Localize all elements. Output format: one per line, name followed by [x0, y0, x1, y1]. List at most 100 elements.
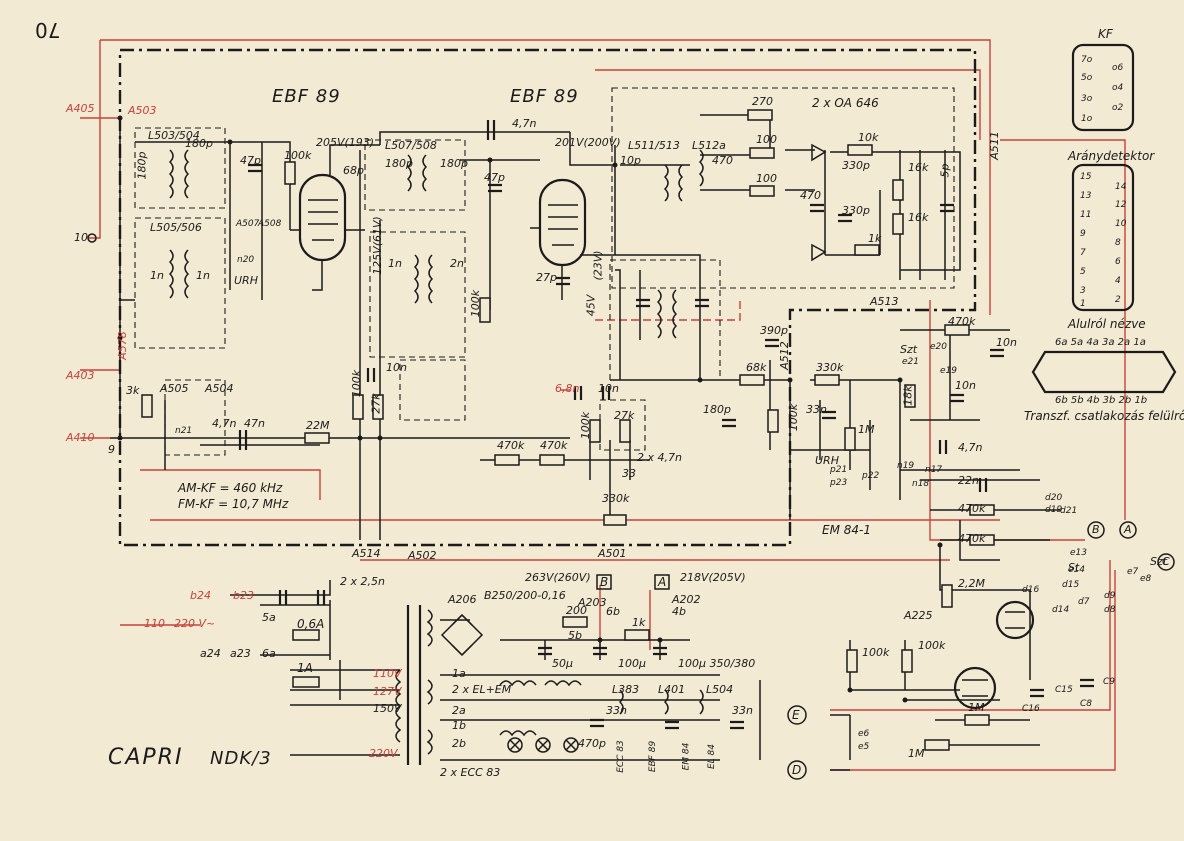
resistor-r510: 470k: [540, 439, 568, 452]
capacitor-cps2: 100µ: [618, 657, 646, 670]
switch-contact: d21: [1060, 506, 1078, 516]
winding-2a: 2a: [452, 704, 466, 717]
ratio-pin: 15: [1080, 172, 1092, 182]
capacitor-c531: 10n: [955, 379, 976, 392]
kf-pin: o6: [1112, 63, 1124, 73]
terminal-a507: A507: [236, 219, 260, 229]
terminal-c: C: [1162, 555, 1170, 568]
voltage-label: 45V: [584, 294, 598, 317]
resistor-r519: 10k: [858, 131, 879, 144]
capacitor-c530: 33n: [806, 403, 827, 416]
red-wiring: [80, 39, 1126, 771]
ratio-pin: 8: [1115, 238, 1121, 248]
coil-label: L507/508: [385, 139, 437, 152]
switch-contact: e5: [858, 742, 870, 752]
coil-label: L401: [658, 683, 686, 696]
heater-2: 2 x ECC 83: [440, 766, 501, 779]
resistor-r281: 100k: [862, 646, 890, 659]
resistor-r102: 1k: [632, 616, 646, 629]
capacitor-c508: 180p: [385, 157, 413, 170]
resistor-r512: 100k: [579, 411, 593, 440]
switch-contact: d15: [1062, 580, 1080, 590]
switch-contact: d19: [1045, 505, 1063, 515]
resistor-r503: 100k: [284, 149, 312, 162]
terminal-a206: A206: [448, 593, 477, 606]
resistor-r517: 100: [756, 172, 777, 185]
switch-contact: e19: [940, 366, 957, 376]
tap-110: 110V: [373, 667, 402, 680]
capacitor-c533: 22n: [958, 474, 979, 487]
capacitor-c526: 330p: [842, 204, 870, 217]
terminal-a203: A203: [578, 596, 607, 609]
terminal-a513: A513: [870, 295, 899, 308]
switch-6a: 6a: [262, 647, 276, 660]
resistor-r527: 470k: [948, 315, 976, 328]
tube-label: ECC 83: [615, 740, 626, 773]
heater-1: 2 x EL+EM: [452, 683, 512, 696]
ratio-pin: 4: [1115, 276, 1121, 286]
diodes: [440, 143, 827, 657]
voltage-label: (23V): [591, 250, 605, 281]
resistors: [141, 109, 995, 751]
capacitor-c27: 33n: [606, 704, 627, 717]
capacitor-c520: 10p: [620, 154, 641, 167]
coil-label: L511/513: [628, 139, 680, 152]
switch-contact: d14: [1052, 605, 1070, 615]
terminal-a505: A505: [160, 382, 189, 395]
coil-label: L503/504: [148, 129, 200, 142]
terminal-a501: A501: [598, 547, 627, 560]
resistor-r529: 470k: [958, 532, 986, 545]
resistor-r522: 68k: [746, 361, 767, 374]
voltage-label: 201V(200V): [555, 136, 621, 149]
terminal-9: 9: [108, 443, 115, 456]
resistor-r108: 200: [566, 604, 587, 617]
terminal-a514: A514: [352, 547, 381, 560]
switch-contact: d9: [1104, 591, 1116, 601]
resistor-r523: 100k: [787, 403, 801, 432]
ratio-pin: 12: [1115, 200, 1127, 210]
coil-label: L505/506: [150, 221, 202, 234]
if-note-fm: FM-KF = 10,7 MHz: [178, 497, 289, 511]
switch-a23: a23: [230, 647, 251, 660]
resistor-r508: 100k: [469, 289, 483, 318]
terminal-a403: A403: [66, 369, 95, 382]
capacitor-c101: 2 x 2,5n: [340, 575, 385, 588]
switch-4b: 4b: [672, 605, 686, 618]
resistor-r284: 100k: [918, 639, 946, 652]
tuning-eye-em84: [995, 600, 1035, 640]
shield-frame: [118, 48, 977, 547]
terminal-d: D: [792, 763, 802, 777]
capacitor-c539: 2 x 4,7n: [637, 451, 682, 464]
capacitor-c518: 4,7n: [512, 117, 537, 130]
resistor-r511: 330k: [602, 492, 630, 505]
kf-connector: [1071, 43, 1135, 132]
capacitor-c537: 10n: [598, 382, 619, 395]
winding-2b: 2b: [452, 737, 466, 750]
capacitor-c12: 470p: [578, 737, 606, 750]
mains-110: 110: [144, 617, 165, 630]
voltage-label: 263V(260V): [525, 571, 591, 584]
resistor-rlow: 1k: [868, 232, 882, 245]
tap-127: 127V: [373, 685, 402, 698]
terminal-a502: A502: [408, 549, 437, 562]
ratio-pin: 6: [1115, 257, 1121, 267]
resistor-r504: 22M: [306, 419, 330, 432]
capacitor-c524: 470: [800, 189, 821, 202]
tube-1-title: EBF 89: [272, 86, 341, 107]
ratio-pin: 9: [1080, 229, 1086, 239]
resistor-r283: 1M: [908, 747, 925, 760]
tuning-eye-label: EM 84-1: [822, 523, 871, 537]
switch-5b: 5b: [568, 629, 582, 642]
terminal-a508: A508: [258, 219, 282, 229]
switch-contact: e20: [930, 342, 947, 352]
terminal-a: A: [1124, 523, 1132, 536]
radio-title: CAPRI: [108, 745, 184, 770]
socket-top-pins: 6a 5a 4a 3a 2a 1a: [1055, 337, 1146, 348]
switch-contact: n18: [912, 479, 930, 489]
terminal-a504: A504: [205, 382, 234, 395]
resistor-r514: 33: [622, 467, 636, 480]
supply-b-box: B: [600, 575, 609, 589]
switch-contact: p22: [862, 471, 880, 481]
tube-label: EM 84: [681, 742, 692, 771]
